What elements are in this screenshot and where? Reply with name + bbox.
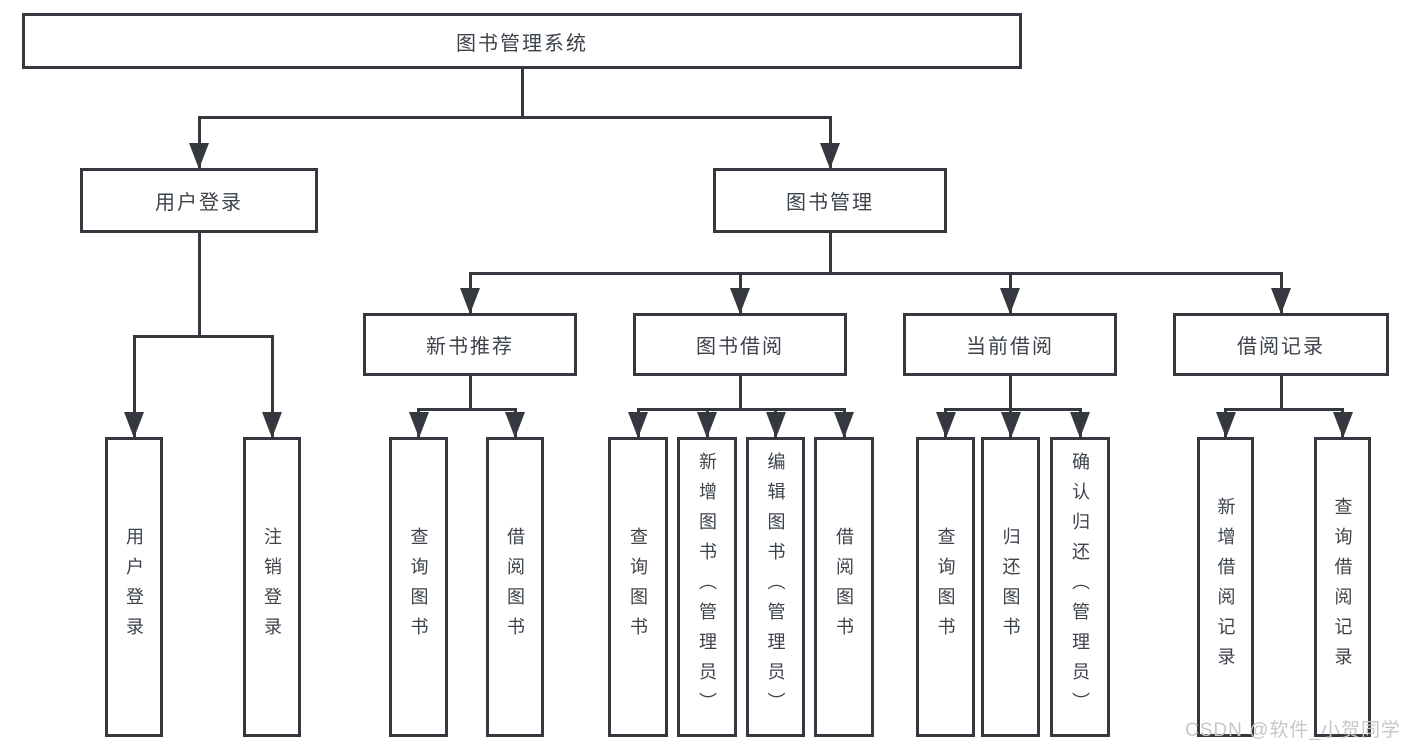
arrowhead-down-icon bbox=[1070, 412, 1090, 438]
node-leaf-bb-query: 查询图书 bbox=[608, 437, 668, 737]
connector-line bbox=[197, 115, 832, 119]
node-label: 图书借阅 bbox=[696, 336, 784, 358]
arrowhead-down-icon bbox=[834, 412, 854, 438]
connector-line bbox=[468, 376, 472, 411]
arrowhead-down-icon bbox=[1215, 412, 1236, 438]
connector-line bbox=[1279, 376, 1283, 411]
arrowhead-down-icon bbox=[730, 288, 750, 314]
connector-line bbox=[197, 117, 201, 168]
arrowhead-down-icon bbox=[124, 412, 144, 438]
node-label: 借阅记录 bbox=[1237, 336, 1325, 358]
node-label: 新书推荐 bbox=[426, 336, 514, 358]
node-new-book-rec: 新书推荐 bbox=[363, 313, 577, 376]
node-label: 新增借阅记录 bbox=[1215, 497, 1236, 677]
connector-line bbox=[738, 376, 742, 411]
node-label: 用户登录 bbox=[155, 192, 243, 214]
node-label: 图书管理 bbox=[786, 192, 874, 214]
node-leaf-bb-add: 新增图书（管理员） bbox=[677, 437, 737, 737]
node-label: 确认归还（管理员） bbox=[1070, 452, 1090, 722]
node-leaf-bb-edit: 编辑图书（管理员） bbox=[746, 437, 805, 737]
node-label: 当前借阅 bbox=[966, 336, 1054, 358]
node-leaf-bb-borrow: 借阅图书 bbox=[814, 437, 874, 737]
connector-line bbox=[520, 69, 524, 119]
node-leaf-cb-return: 归还图书 bbox=[981, 437, 1040, 737]
connector-line bbox=[828, 117, 832, 168]
node-leaf-br-query: 查询借阅记录 bbox=[1314, 437, 1371, 737]
node-label: 查询借阅记录 bbox=[1332, 497, 1353, 677]
arrowhead-down-icon bbox=[460, 288, 480, 314]
node-leaf-user-logout: 注销登录 bbox=[243, 437, 301, 737]
node-label: 查询图书 bbox=[935, 527, 956, 647]
arrowhead-down-icon bbox=[1000, 288, 1020, 314]
node-label: 新增图书（管理员） bbox=[697, 452, 717, 722]
connector-line bbox=[197, 233, 201, 338]
node-label: 借阅图书 bbox=[505, 527, 525, 647]
node-book-borrow: 图书借阅 bbox=[633, 313, 847, 376]
connector-line bbox=[132, 334, 274, 338]
node-leaf-cb-query: 查询图书 bbox=[916, 437, 975, 737]
node-leaf-cb-confirm: 确认归还（管理员） bbox=[1050, 437, 1110, 737]
arrowhead-down-icon bbox=[189, 143, 209, 169]
node-label: 图书管理系统 bbox=[456, 32, 588, 55]
node-leaf-br-add: 新增借阅记录 bbox=[1197, 437, 1254, 737]
csdn-watermark: CSDN @软件_小贺同学 bbox=[1185, 720, 1401, 741]
connector-line bbox=[132, 336, 136, 437]
arrowhead-down-icon bbox=[1271, 288, 1291, 314]
node-root: 图书管理系统 bbox=[22, 13, 1022, 69]
connector-line bbox=[828, 233, 832, 275]
node-label: 查询图书 bbox=[408, 527, 429, 647]
connector-line bbox=[1224, 407, 1344, 411]
node-leaf-nb-query: 查询图书 bbox=[389, 437, 448, 737]
node-label: 借阅图书 bbox=[834, 527, 854, 647]
connector-line bbox=[417, 407, 517, 411]
arrowhead-down-icon bbox=[628, 412, 648, 438]
node-user-login: 用户登录 bbox=[80, 168, 318, 233]
arrowhead-down-icon bbox=[935, 412, 956, 438]
arrowhead-down-icon bbox=[262, 412, 282, 438]
arrowhead-down-icon bbox=[1332, 412, 1353, 438]
node-label: 注销登录 bbox=[262, 527, 282, 647]
connector-line bbox=[468, 271, 1283, 275]
arrowhead-down-icon bbox=[820, 143, 840, 169]
node-current-borrow: 当前借阅 bbox=[903, 313, 1117, 376]
node-label: 归还图书 bbox=[1000, 527, 1021, 647]
arrowhead-down-icon bbox=[505, 412, 525, 438]
node-label: 查询图书 bbox=[628, 527, 648, 647]
node-label: 编辑图书（管理员） bbox=[765, 452, 786, 722]
connector-line bbox=[636, 407, 846, 411]
node-borrow-records: 借阅记录 bbox=[1173, 313, 1389, 376]
node-book-mgmt: 图书管理 bbox=[713, 168, 947, 233]
node-leaf-user-login: 用户登录 bbox=[105, 437, 163, 737]
arrowhead-down-icon bbox=[408, 412, 429, 438]
arrowhead-down-icon bbox=[765, 412, 786, 438]
arrowhead-down-icon bbox=[1000, 412, 1021, 438]
node-label: 用户登录 bbox=[124, 527, 144, 647]
arrowhead-down-icon bbox=[697, 412, 717, 438]
connector-line bbox=[1008, 376, 1012, 411]
connector-line bbox=[270, 336, 274, 437]
connector-line bbox=[944, 407, 1082, 411]
node-leaf-nb-borrow: 借阅图书 bbox=[486, 437, 544, 737]
